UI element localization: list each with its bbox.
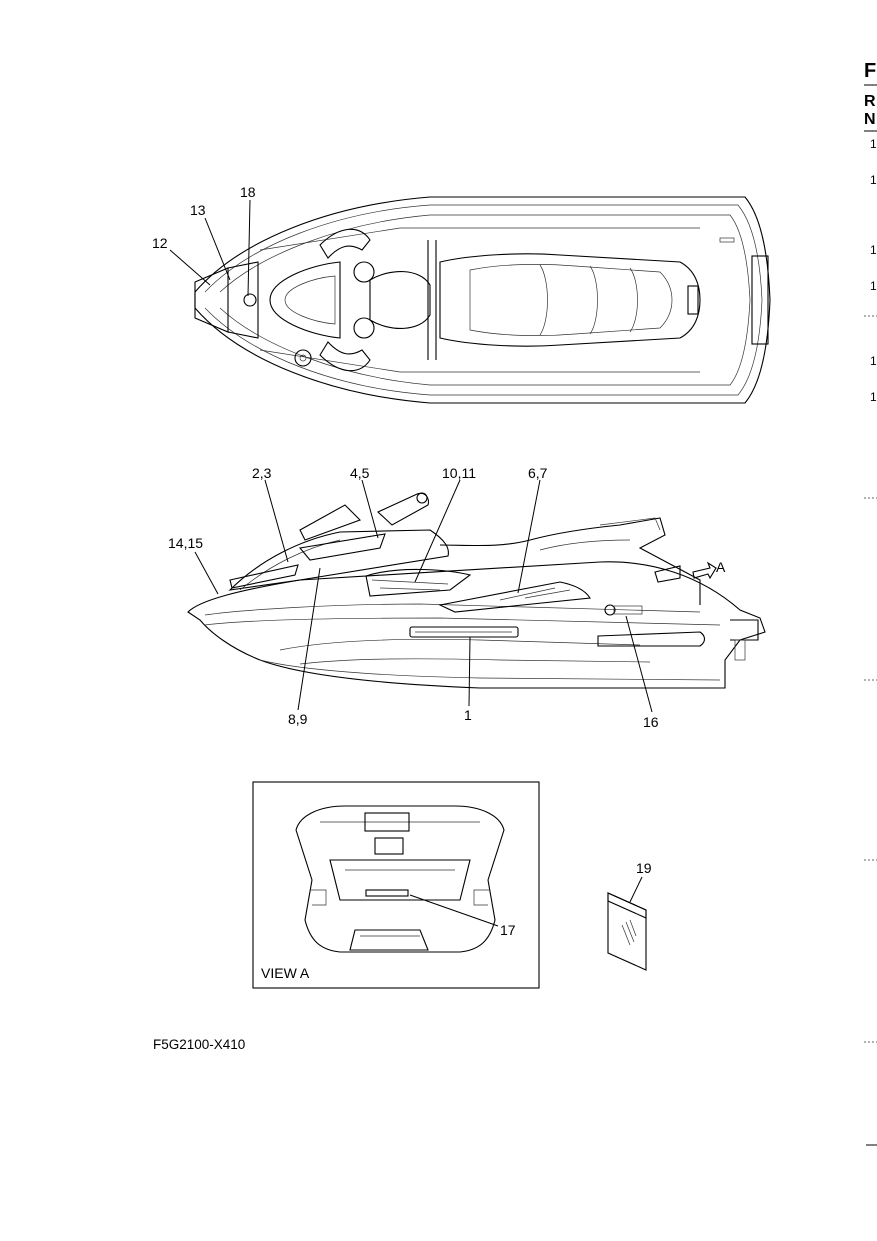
callout-18: 18 <box>240 184 256 200</box>
right-column-rules <box>864 84 877 1146</box>
right-letter-f: F <box>864 60 876 82</box>
callout-4-5: 4,5 <box>350 465 370 481</box>
right-one-6: 1 <box>870 390 877 404</box>
callout-13: 13 <box>190 202 206 218</box>
callout-19: 19 <box>636 860 652 876</box>
view-a-label: VIEW A <box>261 965 310 981</box>
callout-6-7: 6,7 <box>528 465 548 481</box>
view-a-rear <box>295 805 505 953</box>
callout-12: 12 <box>152 235 168 251</box>
right-one-1: 1 <box>870 137 877 151</box>
callout-16: 16 <box>643 714 659 730</box>
callout-1: 1 <box>464 707 472 723</box>
callout-17-leader <box>409 894 499 927</box>
right-letter-n: N <box>864 111 876 128</box>
right-one-2: 1 <box>870 173 877 187</box>
side-view-hull <box>187 492 766 689</box>
view-a-frame <box>252 781 540 989</box>
callout-14-15: 14,15 <box>168 535 203 551</box>
callout-8-9: 8,9 <box>288 711 308 727</box>
label-card-19 <box>607 876 647 971</box>
right-letter-r: R <box>864 93 876 110</box>
callout-17: 17 <box>500 922 516 938</box>
right-one-4: 1 <box>870 279 877 293</box>
figure-code: F5G2100-X410 <box>153 1037 245 1052</box>
right-one-5: 1 <box>870 354 877 368</box>
callout-10-11: 10,11 <box>442 465 476 481</box>
callout-view-a-arrow: A <box>716 559 726 575</box>
side-view-leaders <box>194 479 653 713</box>
callout-2-3: 2,3 <box>252 465 272 481</box>
right-one-3: 1 <box>870 243 877 257</box>
top-view-hull <box>194 196 771 404</box>
top-view-leaders <box>169 199 251 297</box>
